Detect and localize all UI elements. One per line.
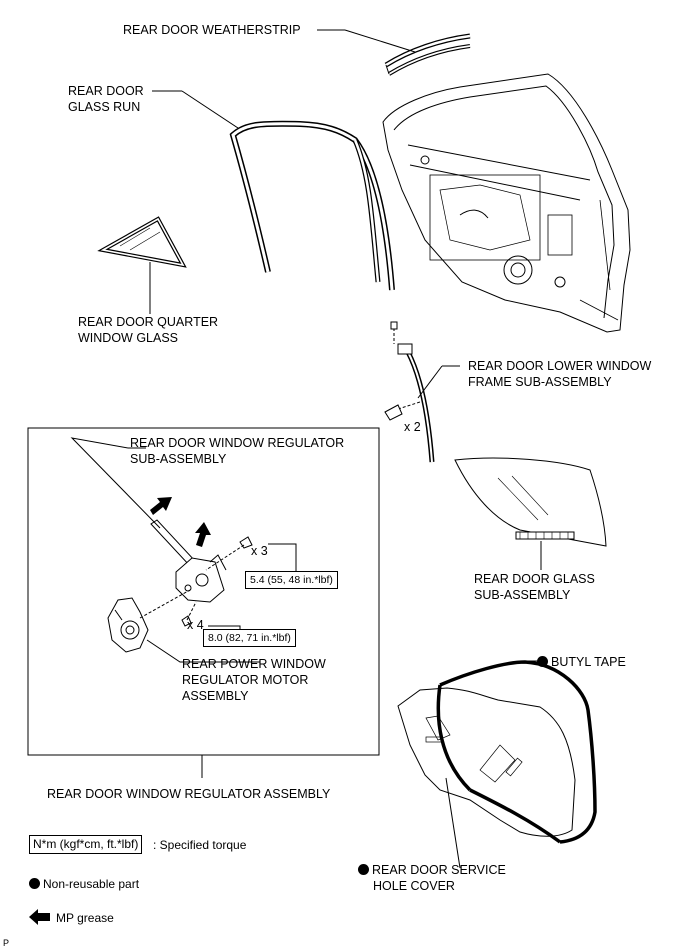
label-weatherstrip: REAR DOOR WEATHERSTRIP — [123, 23, 301, 37]
legend-grease-arrow — [29, 909, 50, 925]
label-lower-frame-qty: x 2 — [404, 420, 421, 434]
label-lower-frame-line1: REAR DOOR LOWER WINDOW — [468, 359, 652, 373]
label-motor-line2: REGULATOR MOTOR — [182, 673, 309, 687]
label-bolt-qty-4: x 4 — [187, 618, 204, 632]
label-butyl-tape-text: BUTYL TAPE — [551, 655, 626, 669]
torque-box-upper: 5.4 (55, 48 in.*lbf) — [245, 571, 338, 589]
label-motor-line1: REAR POWER WINDOW — [182, 657, 326, 671]
legend-torque-box: N*m (kgf*cm, ft.*lbf) — [29, 835, 143, 854]
legend-nonreusable-text: Non-reusable part — [43, 877, 140, 891]
label-regulator-assembly: REAR DOOR WINDOW REGULATOR ASSEMBLY — [47, 787, 331, 801]
quarter-glass-part — [97, 216, 187, 268]
nonreusable-legend-icon — [29, 878, 40, 889]
glass-run-part — [229, 120, 395, 291]
label-glass-sub-line1: REAR DOOR GLASS — [474, 572, 595, 586]
label-service-cover-line1: REAR DOOR SERVICE — [358, 862, 506, 878]
corner-mark: P — [3, 938, 10, 948]
torque-box-lower: 8.0 (82, 71 in.*lbf) — [203, 629, 296, 647]
label-quarter-glass-line2: WINDOW GLASS — [78, 331, 179, 345]
nonreusable-dot-icon — [358, 864, 369, 875]
legend-torque-text: : Specified torque — [153, 838, 247, 852]
lower-window-frame-part — [384, 321, 435, 463]
legend-nonreusable: Non-reusable part — [29, 876, 139, 892]
grease-arrow-2 — [195, 522, 211, 547]
label-butyl-tape: BUTYL TAPE — [537, 654, 626, 670]
label-motor-line3: ASSEMBLY — [182, 689, 249, 703]
label-glass-run-line1: REAR DOOR — [68, 84, 144, 98]
regulator-part — [150, 519, 227, 603]
label-glass-run-line2: GLASS RUN — [68, 100, 141, 114]
door-panel-part — [382, 73, 631, 333]
door-glass-part — [454, 457, 607, 547]
label-regulator-sub-line1: REAR DOOR WINDOW REGULATOR — [130, 436, 345, 450]
legend-grease: MP grease — [56, 911, 114, 925]
label-bolt-qty-3: x 3 — [251, 544, 268, 558]
motor-part — [107, 597, 149, 653]
service-hole-cover-part — [397, 660, 597, 844]
label-regulator-sub-line2: SUB-ASSEMBLY — [130, 452, 227, 466]
label-quarter-glass-line1: REAR DOOR QUARTER — [78, 315, 219, 329]
nonreusable-dot-icon — [537, 656, 548, 667]
label-lower-frame-line2: FRAME SUB-ASSEMBLY — [468, 375, 612, 389]
label-service-cover-line2: HOLE COVER — [373, 879, 455, 893]
weatherstrip-part — [384, 33, 471, 76]
grease-arrow-1 — [150, 497, 172, 515]
label-glass-sub-line2: SUB-ASSEMBLY — [474, 588, 571, 602]
label-service-cover-text: REAR DOOR SERVICE — [372, 863, 506, 877]
